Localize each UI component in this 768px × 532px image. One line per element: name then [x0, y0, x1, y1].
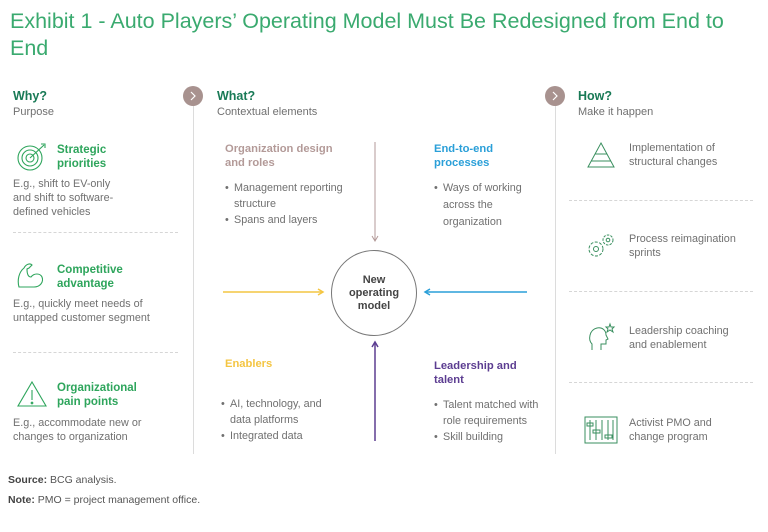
flexed-arm-icon — [16, 260, 46, 295]
how-item-text: Leadership coaching and enablement — [629, 325, 729, 351]
source-label: Source: — [8, 474, 48, 486]
e2e-bullets: Ways of working across the organization — [434, 180, 539, 231]
how-item-text: Activist PMO and change program — [629, 417, 712, 443]
why-heading: Why? — [13, 89, 48, 103]
why-item-title: Strategic priorities — [57, 144, 107, 170]
footnote: Note: PMO = project management office. — [8, 494, 200, 506]
org-design-bullets: Management reporting structure Spans and… — [225, 180, 345, 228]
why-item-title: Competitive advantage — [57, 264, 123, 290]
bullet: Spans and layers — [225, 212, 345, 228]
how-subheading: Make it happen — [578, 106, 654, 118]
chevron-right-icon — [545, 86, 565, 106]
divider — [13, 232, 178, 233]
why-item-title: Organizational pain points — [57, 382, 137, 408]
how-heading: How? — [578, 89, 613, 103]
what-heading: What? — [217, 89, 256, 103]
enablers-title: Enablers — [225, 358, 273, 370]
note-label: Note: — [8, 494, 35, 506]
bullet: Management reporting structure — [225, 180, 345, 212]
source-note: Source: BCG analysis. — [8, 474, 117, 486]
control-board-icon — [584, 416, 618, 449]
enablers-bullets: AI, technology, and data platforms Integ… — [221, 396, 341, 444]
warning-triangle-icon — [16, 380, 48, 413]
how-item-text: Implementation of structural changes — [629, 142, 718, 168]
source-text: BCG analysis. — [47, 474, 117, 486]
why-item-text: E.g., accommodate new or changes to orga… — [13, 417, 142, 443]
how-item-text: Process reimagination sprints — [629, 233, 736, 259]
leadership-title: Leadership and talent — [434, 360, 517, 386]
divider-why-what — [193, 96, 194, 454]
arrow-right-enablers — [223, 288, 325, 296]
divider — [569, 291, 753, 292]
arrows — [223, 142, 527, 441]
bullet: Talent matched with role requirements — [434, 397, 554, 429]
exhibit-title: Exhibit 1 - Auto Players’ Operating Mode… — [10, 9, 724, 60]
center-label: New operating model — [348, 273, 400, 312]
bullet: AI, technology, and data platforms — [221, 396, 341, 428]
divider — [569, 382, 753, 383]
e2e-processes-title: End-to-end processes — [434, 143, 494, 169]
why-item-text: E.g., quickly meet needs of untapped cus… — [13, 298, 150, 324]
org-design-title: Organization design and roles — [225, 143, 333, 169]
why-subheading: Purpose — [13, 106, 54, 118]
coach-icon — [586, 322, 616, 357]
pyramid-icon — [586, 141, 616, 174]
bullet: Integrated data — [221, 428, 341, 444]
divider — [13, 352, 178, 353]
note-text: PMO = project management office. — [34, 494, 201, 506]
target-icon — [16, 142, 48, 177]
bullet: Skill building — [434, 429, 554, 445]
leadership-bullets: Talent matched with role requirements Sk… — [434, 397, 554, 445]
divider — [569, 200, 753, 201]
divider-what-how — [555, 96, 556, 454]
why-item-text: E.g., shift to EV-only and shift to soft… — [13, 178, 114, 218]
arrow-left-e2e — [423, 288, 527, 296]
arrow-up-leadership — [371, 340, 379, 441]
gears-icon — [586, 232, 616, 265]
chevron-right-icon — [183, 86, 203, 106]
new-operating-model-circle: New operating model — [331, 250, 417, 336]
arrow-down-org — [371, 142, 379, 242]
bullet: Ways of working across the organization — [434, 180, 539, 231]
what-subheading: Contextual elements — [217, 106, 318, 118]
